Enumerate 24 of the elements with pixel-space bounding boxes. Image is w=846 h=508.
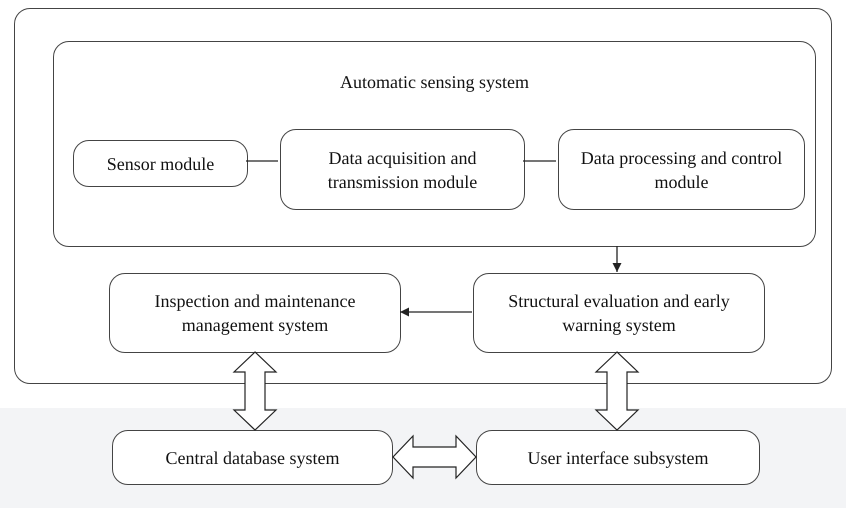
- node-label: Inspection and maintenance management system: [154, 290, 356, 337]
- arrow: [400, 307, 472, 317]
- node-label: Structural evaluation and early warning system: [507, 290, 731, 337]
- system-box: [473, 273, 765, 353]
- node-label: Data processing and control module: [580, 146, 784, 194]
- node-label: Data acquisition and transmission module: [326, 146, 478, 194]
- group-title: Automatic sensing system: [339, 71, 530, 94]
- double-block-arrow: [594, 351, 640, 431]
- group-box: [53, 41, 816, 247]
- system-box: [109, 273, 401, 353]
- arrow: [612, 246, 622, 272]
- system-box: [476, 430, 760, 485]
- frame-box: [14, 8, 832, 384]
- connector-line: [523, 160, 556, 162]
- connector-line: [246, 160, 278, 162]
- double-block-arrow: [232, 351, 278, 431]
- module-box: [558, 129, 805, 210]
- node-label: Sensor module: [106, 152, 216, 176]
- system-box: [112, 430, 393, 485]
- double-block-arrow: [392, 434, 477, 480]
- node-label: Central database system: [164, 446, 340, 470]
- node-label: User interface subsystem: [526, 446, 710, 470]
- module-box: [73, 140, 248, 187]
- module-box: [280, 129, 525, 210]
